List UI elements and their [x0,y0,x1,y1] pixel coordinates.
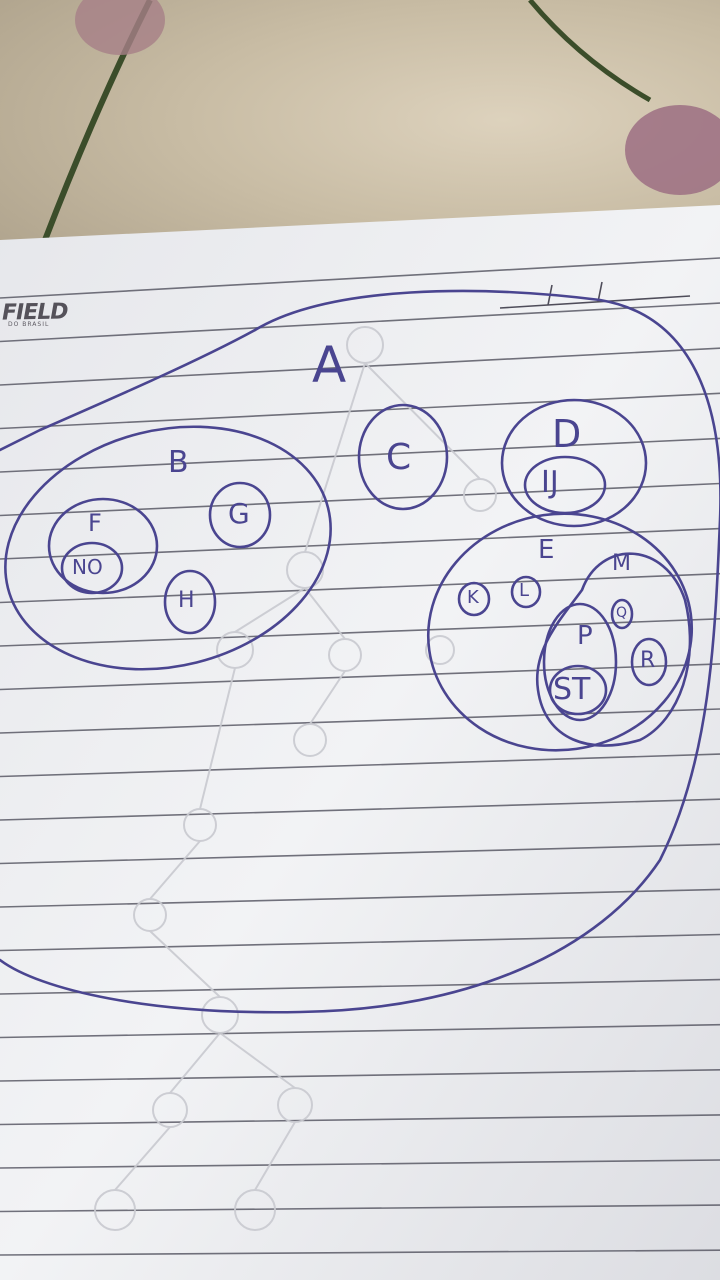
ruled-line [0,392,720,430]
label-c: C [386,437,412,478]
ruled-line [0,708,720,734]
ruled-line [0,302,720,343]
label-st: ST [553,672,591,707]
ruled-line [0,1249,720,1256]
ruled-line [0,618,720,647]
ruled-line [0,1204,720,1213]
flower-stem [528,0,652,103]
set-b-outline [4,425,332,671]
label-e: E [538,535,555,565]
flower-petal [625,105,720,195]
set-d-outline [500,398,648,528]
ruled-line [0,572,720,604]
set-a-outline [0,289,720,1014]
set-q-outline [610,598,634,630]
set-f-outline [47,497,159,595]
set-h-outline [163,569,217,635]
ruled-line [0,482,720,517]
set-c-outline [357,403,449,511]
ruled-line [0,347,720,386]
label-p: P [577,621,593,651]
set-a-outline [0,328,257,452]
ruled-line [0,843,720,865]
ruled-line [0,753,720,778]
set-l-outline [510,575,542,609]
label-g: G [228,497,250,530]
label-m: M [612,551,631,576]
ruled-line [0,978,720,995]
set-r-outline [630,637,668,687]
label-q: Q [616,605,628,621]
ruled-line [0,1069,720,1082]
ruled-line [0,888,720,908]
ruled-line [0,257,720,299]
label-k: K [467,587,479,608]
brand-subtitle: DO BRASIL [8,321,50,328]
flower-petal [75,0,165,55]
label-l: L [519,580,530,601]
label-a: A [312,336,347,394]
ruled-line [0,1023,720,1039]
label-f: F [88,509,102,537]
ruled-line [0,933,720,952]
ruled-line [0,798,720,821]
label-ij: IJ [541,465,559,500]
ruled-line [0,527,720,560]
ruled-line [0,663,720,691]
set-k-outline [457,581,491,617]
label-d: D [552,412,582,456]
paper-sheet [0,205,720,1280]
set-e-outline [426,512,694,752]
label-no: NO [72,555,103,579]
set-no-outline [60,541,124,595]
label-b: B [168,445,189,480]
faint-pencil-sketch [94,326,497,1231]
ruled-line [0,1159,720,1169]
set-g-outline [208,481,272,549]
set-st-outline [548,664,608,716]
ruled-line [0,1114,720,1126]
set-m-outline [535,552,692,747]
label-h: H [178,588,195,613]
set-p-outline [542,602,618,722]
label-r: R [640,648,656,673]
